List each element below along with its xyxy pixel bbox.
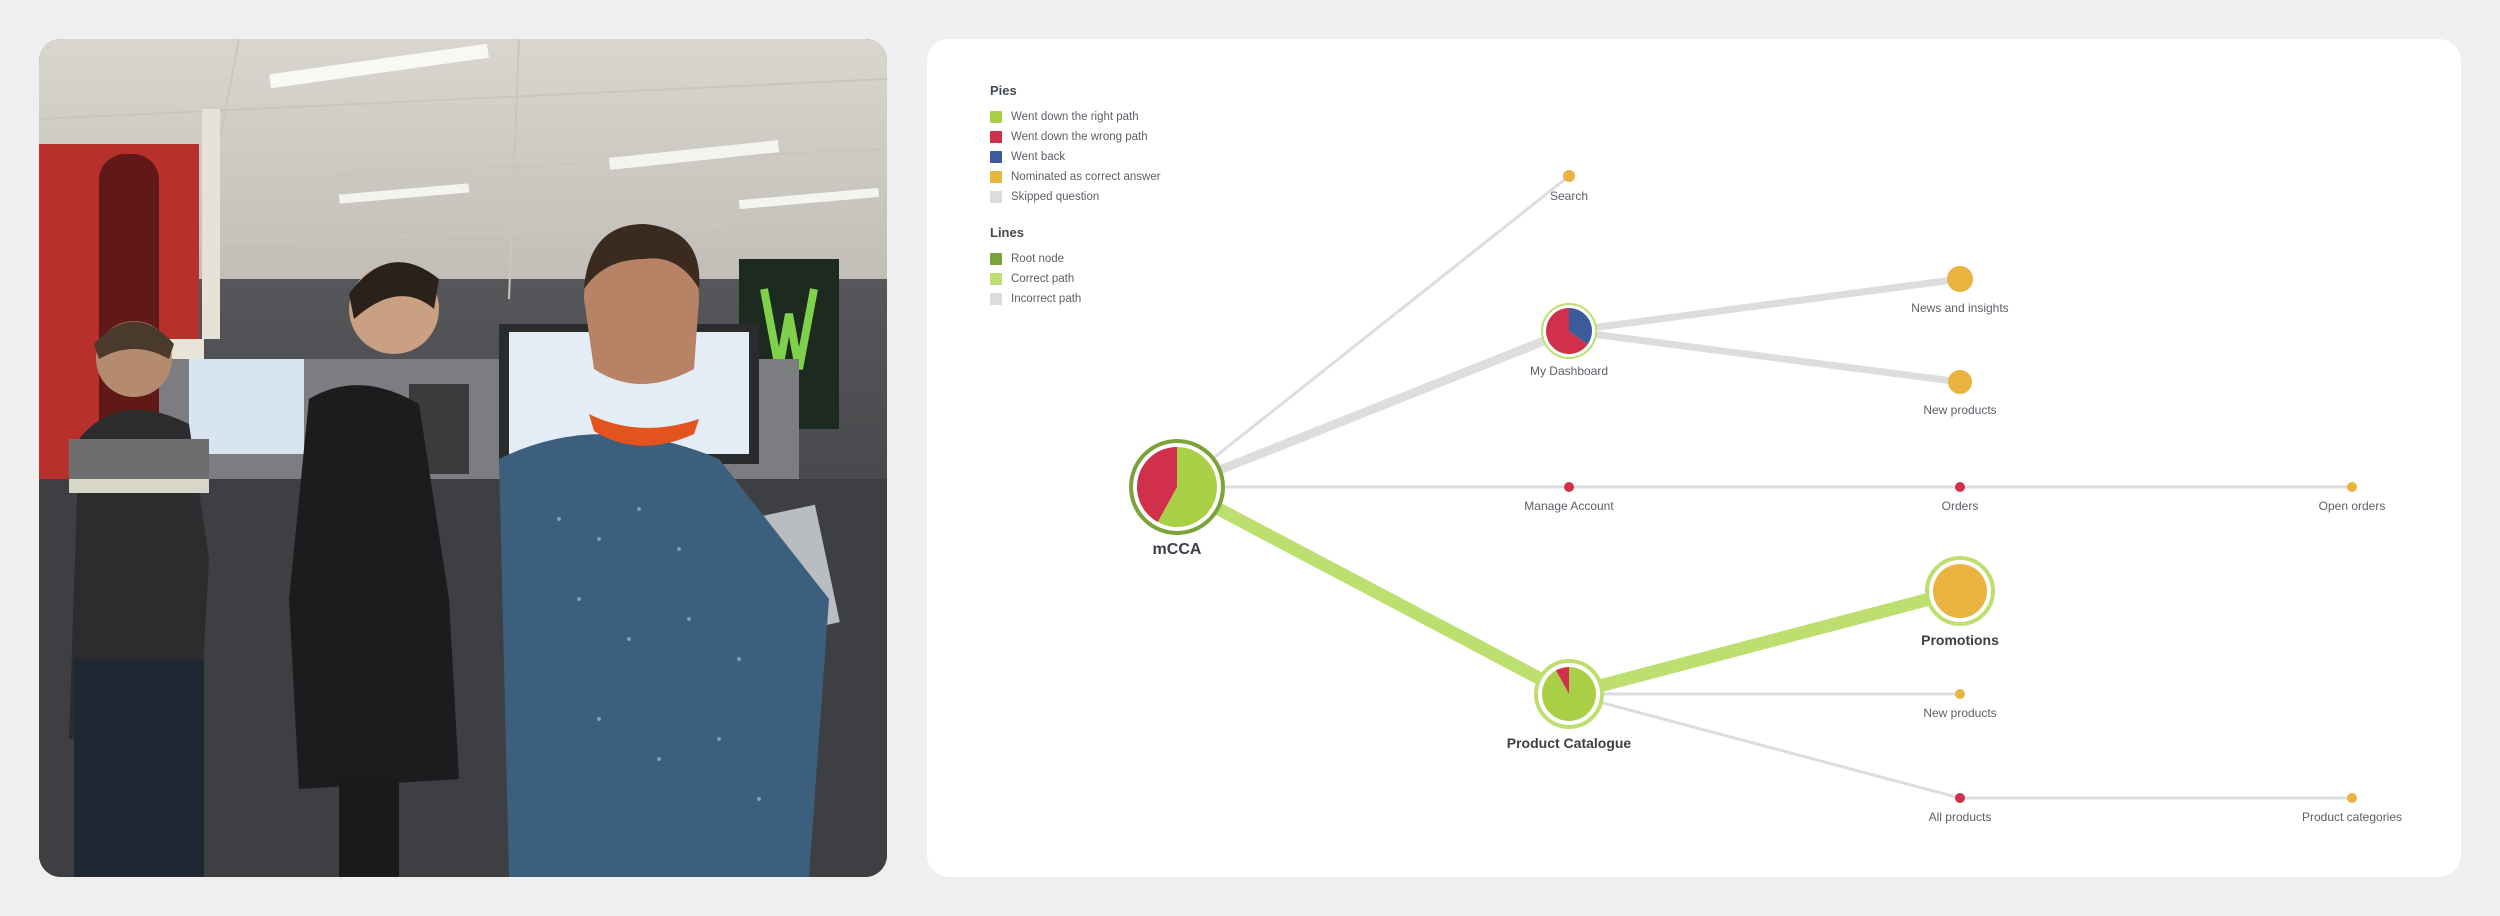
node-orders[interactable]: Orders xyxy=(1942,482,1979,513)
node-label: Product Catalogue xyxy=(1507,735,1632,751)
node-news[interactable]: News and insights xyxy=(1911,266,2009,315)
node-label: Orders xyxy=(1942,499,1979,513)
node-dot xyxy=(1947,266,1973,292)
node-label: Manage Account xyxy=(1524,499,1614,513)
node-label: mCCA xyxy=(1153,541,1202,558)
node-label: Open orders xyxy=(2319,499,2386,513)
node-label: Product categories xyxy=(2302,810,2402,824)
legend-item-right-path: Went down the right path xyxy=(990,107,1161,127)
edge-dashboard-to-new_products_1 xyxy=(1565,327,1964,386)
node-dot xyxy=(1564,482,1574,492)
legend-pies: Pies Went down the right path Went down … xyxy=(990,83,1161,207)
node-dot xyxy=(1563,170,1575,182)
node-dot xyxy=(2347,793,2357,803)
legend-item-incorrect-path: Incorrect path xyxy=(990,289,1161,309)
node-search[interactable]: Search xyxy=(1550,170,1588,203)
node-label: New products xyxy=(1923,403,1996,417)
legend-swatch-skipped xyxy=(990,191,1002,203)
legend-item-root-node: Root node xyxy=(990,249,1161,269)
node-catalogue[interactable]: Product Catalogue xyxy=(1507,659,1632,751)
node-categories[interactable]: Product categories xyxy=(2302,793,2402,824)
node-new-products-1[interactable]: New products xyxy=(1923,370,1997,417)
nodes: mCCA Search My Dashboard News and insightsN… xyxy=(1129,170,2402,824)
node-root[interactable]: mCCA xyxy=(1129,439,1225,558)
node-label: News and insights xyxy=(1911,301,2008,315)
legend-swatch-nominated xyxy=(990,171,1002,183)
node-dot xyxy=(1948,370,1972,394)
legend: Pies Went down the right path Went down … xyxy=(990,83,1161,327)
edge-dashboard-to-news xyxy=(1565,275,1964,335)
node-manage[interactable]: Manage Account xyxy=(1524,482,1614,513)
legend-item-went-back: Went back xyxy=(990,147,1161,167)
edges xyxy=(1170,174,2354,800)
legend-label: Skipped question xyxy=(1011,191,1100,203)
node-dot xyxy=(1933,564,1987,618)
pie-slice xyxy=(1555,667,1569,694)
pie-slice xyxy=(1157,447,1217,527)
node-dot xyxy=(1955,793,1965,803)
node-label: New products xyxy=(1923,706,1996,720)
node-label: Search xyxy=(1550,189,1588,203)
edge-catalogue-to-all_products xyxy=(1567,692,1962,800)
pietree-diagram: mCCA Search My Dashboard News and insightsN… xyxy=(1129,170,2402,824)
legend-swatch-incorrect-path xyxy=(990,293,1002,305)
legend-swatch-correct-path xyxy=(990,273,1002,285)
legend-item-skipped: Skipped question xyxy=(990,187,1161,207)
node-dot xyxy=(1955,689,1965,699)
legend-item-wrong-path: Went down the wrong path xyxy=(990,127,1161,147)
node-open-orders[interactable]: Open orders xyxy=(2319,482,2386,513)
legend-label: Correct path xyxy=(1011,273,1075,285)
edge-root-to-catalogue xyxy=(1170,480,1576,701)
legend-label: Root node xyxy=(1011,253,1065,265)
legend-item-correct-path: Correct path xyxy=(990,269,1161,289)
legend-label: Went back xyxy=(1011,151,1066,163)
node-label: All products xyxy=(1929,810,1992,824)
legend-lines-title: Lines xyxy=(990,225,1024,240)
legend-swatch-wrong-path xyxy=(990,131,1002,143)
node-dashboard[interactable]: My Dashboard xyxy=(1530,303,1608,378)
office-photo xyxy=(39,39,887,877)
node-promotions[interactable]: Promotions xyxy=(1921,556,1999,648)
node-all-products[interactable]: All products xyxy=(1929,793,1992,824)
legend-swatch-root-node xyxy=(990,253,1002,265)
office-photo-image xyxy=(39,39,887,877)
legend-item-nominated: Nominated as correct answer xyxy=(990,167,1161,187)
legend-swatch-right-path xyxy=(990,111,1002,123)
node-label: My Dashboard xyxy=(1530,364,1608,378)
pie-slice xyxy=(1569,308,1592,345)
legend-pies-title: Pies xyxy=(990,83,1017,98)
edge-catalogue-to-promotions xyxy=(1562,584,1967,701)
edge-root-to-dashboard xyxy=(1172,326,1574,492)
pie-slice xyxy=(1546,308,1588,355)
legend-label: Went down the right path xyxy=(1011,111,1139,123)
legend-label: Went down the wrong path xyxy=(1011,131,1148,143)
node-dot xyxy=(2347,482,2357,492)
legend-swatch-went-back xyxy=(990,151,1002,163)
node-dot xyxy=(1955,482,1965,492)
node-new-products-2[interactable]: New products xyxy=(1923,689,1997,720)
legend-label: Nominated as correct answer xyxy=(1011,171,1161,183)
node-label: Promotions xyxy=(1921,632,1999,648)
edge-root-to-search xyxy=(1175,174,1571,489)
legend-lines: Lines Root node Correct path Incorrect p… xyxy=(990,225,1161,309)
pie-slice xyxy=(1137,447,1177,523)
legend-label: Incorrect path xyxy=(1011,293,1082,305)
